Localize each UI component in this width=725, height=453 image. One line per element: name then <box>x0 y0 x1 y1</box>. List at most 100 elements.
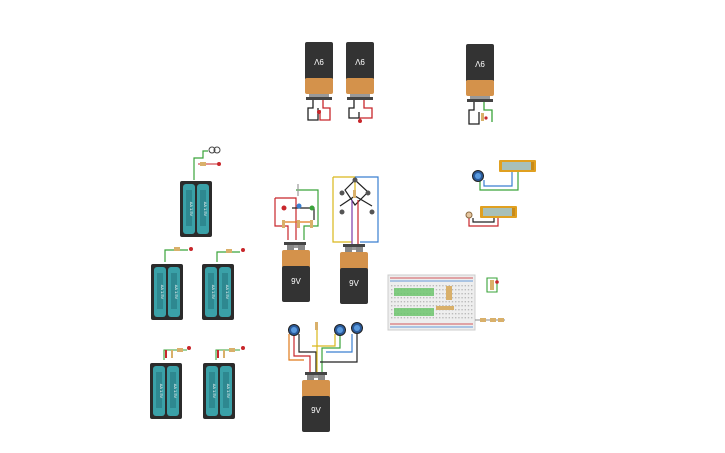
breadboard-hole[interactable] <box>455 289 457 291</box>
aa-battery-holder[interactable]: AA 1.5V AA 1.5V <box>202 264 234 320</box>
breadboard-hole[interactable] <box>407 285 409 287</box>
potentiometer[interactable] <box>351 322 363 334</box>
breadboard-hole[interactable] <box>464 309 466 311</box>
led-resistor-array[interactable] <box>163 346 191 360</box>
wire-pair[interactable] <box>307 100 331 121</box>
breadboard-hole[interactable] <box>432 317 434 319</box>
breadboard-hole[interactable] <box>451 317 454 319</box>
breadboard-hole[interactable] <box>423 297 425 299</box>
breadboard-hole[interactable] <box>461 309 463 311</box>
breadboard-hole[interactable] <box>429 301 431 303</box>
battery-9v[interactable]: 9V <box>302 372 330 432</box>
breadboard-hole[interactable] <box>464 317 466 319</box>
breadboard-hole[interactable] <box>439 297 441 299</box>
breadboard-hole[interactable] <box>458 289 460 291</box>
breadboard-hole[interactable] <box>435 313 438 315</box>
breadboard-hole[interactable] <box>391 289 393 291</box>
breadboard-hole[interactable] <box>397 317 399 319</box>
breadboard-hole[interactable] <box>451 289 454 291</box>
breadboard-hole[interactable] <box>419 285 422 287</box>
breadboard-hole[interactable] <box>445 301 447 303</box>
breadboard-hole[interactable] <box>461 293 463 295</box>
breadboard-hole[interactable] <box>461 305 463 307</box>
breadboard-hole[interactable] <box>448 317 450 319</box>
breadboard-hole[interactable] <box>445 305 447 307</box>
breadboard-hole[interactable] <box>439 293 441 295</box>
breadboard-hole[interactable] <box>451 293 454 295</box>
lcd-module[interactable] <box>480 206 517 218</box>
breadboard-hole[interactable] <box>391 293 393 295</box>
breadboard-hole[interactable] <box>435 317 438 319</box>
breadboard-hole[interactable] <box>423 317 425 319</box>
breadboard-hole[interactable] <box>455 297 457 299</box>
breadboard-hole[interactable] <box>423 285 425 287</box>
breadboard-hole[interactable] <box>419 301 422 303</box>
breadboard-hole[interactable] <box>442 293 444 295</box>
breadboard-hole[interactable] <box>407 301 409 303</box>
lcd-wiring[interactable] <box>468 218 499 227</box>
breadboard-hole[interactable] <box>458 285 460 287</box>
breadboard-hole[interactable] <box>397 305 399 307</box>
breadboard-hole[interactable] <box>416 285 418 287</box>
breadboard-hole[interactable] <box>394 301 396 303</box>
breadboard-hole[interactable] <box>455 293 457 295</box>
breadboard-hole[interactable] <box>467 285 470 287</box>
breadboard-hole[interactable] <box>429 285 431 287</box>
led-resistor-array[interactable] <box>215 346 245 360</box>
breadboard-hole[interactable] <box>403 297 406 299</box>
resistor-chain[interactable] <box>475 318 505 322</box>
breadboard-hole[interactable] <box>442 301 444 303</box>
breadboard-hole[interactable] <box>432 301 434 303</box>
breadboard-hole[interactable] <box>458 293 460 295</box>
breadboard-hole[interactable] <box>448 313 450 315</box>
breadboard-hole[interactable] <box>391 297 393 299</box>
battery-9v[interactable]: 9V <box>340 244 368 304</box>
breadboard-hole[interactable] <box>400 301 402 303</box>
breadboard-hole[interactable] <box>391 309 393 311</box>
breadboard-hole[interactable] <box>391 285 393 287</box>
breadboard-hole[interactable] <box>391 301 393 303</box>
breadboard-hole[interactable] <box>458 301 460 303</box>
breadboard-hole[interactable] <box>429 305 431 307</box>
breadboard-hole[interactable] <box>426 297 428 299</box>
breadboard-hole[interactable] <box>458 309 460 311</box>
switch-led[interactable] <box>193 146 221 180</box>
breadboard-hole[interactable] <box>400 285 402 287</box>
breadboard-hole[interactable] <box>413 301 415 303</box>
breadboard-hole[interactable] <box>461 289 463 291</box>
wire-pair[interactable] <box>468 102 493 125</box>
breadboard-hole[interactable] <box>451 305 454 307</box>
breadboard-hole[interactable] <box>471 313 473 315</box>
aa-battery-holder[interactable]: AA 1.5V AA 1.5V <box>180 181 212 237</box>
breadboard-hole[interactable] <box>458 317 460 319</box>
breadboard-hole[interactable] <box>439 301 441 303</box>
breadboard-hole[interactable] <box>429 317 431 319</box>
breadboard-hole[interactable] <box>439 317 441 319</box>
breadboard-hole[interactable] <box>426 305 428 307</box>
potentiometer[interactable] <box>288 324 300 336</box>
potentiometer-circuit[interactable] <box>288 322 358 372</box>
breadboard-hole[interactable] <box>467 301 470 303</box>
breadboard-hole[interactable] <box>442 313 444 315</box>
breadboard-hole[interactable] <box>391 317 393 319</box>
breadboard-hole[interactable] <box>451 285 454 287</box>
breadboard-hole[interactable] <box>467 317 470 319</box>
breadboard-hole[interactable] <box>435 301 438 303</box>
breadboard-hole[interactable] <box>471 309 473 311</box>
breadboard-hole[interactable] <box>439 285 441 287</box>
breadboard-hole[interactable] <box>445 317 447 319</box>
breadboard-hole[interactable] <box>403 301 406 303</box>
breadboard-hole[interactable] <box>423 301 425 303</box>
breadboard-hole[interactable] <box>451 301 454 303</box>
breadboard-hole[interactable] <box>426 301 428 303</box>
breadboard-hole[interactable] <box>410 301 412 303</box>
breadboard-hole[interactable] <box>467 289 470 291</box>
breadboard-hole[interactable] <box>403 317 406 319</box>
breadboard-hole[interactable] <box>426 317 428 319</box>
breadboard-hole[interactable] <box>467 293 470 295</box>
breadboard-hole[interactable] <box>429 297 431 299</box>
breadboard-hole[interactable] <box>471 289 473 291</box>
breadboard-hole[interactable] <box>394 285 396 287</box>
breadboard-hole[interactable] <box>461 285 463 287</box>
breadboard-hole[interactable] <box>391 313 393 315</box>
